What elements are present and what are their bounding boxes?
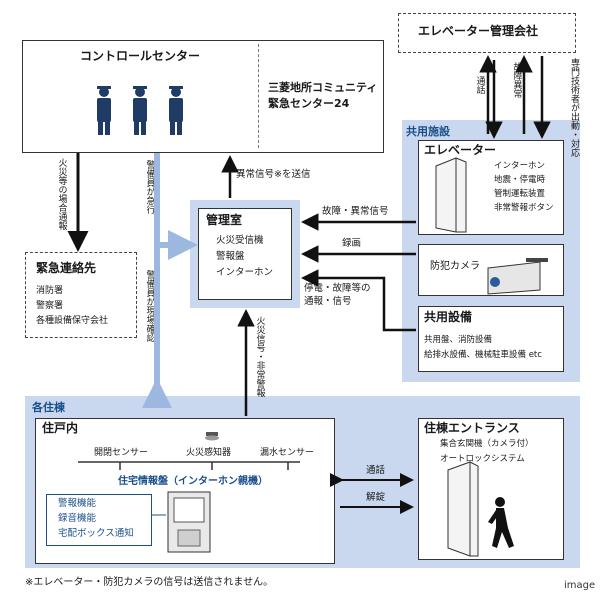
label-report-signal: 通報・信号 bbox=[304, 296, 352, 307]
info-panel-functions-box bbox=[46, 494, 152, 546]
guard-icon bbox=[169, 86, 183, 135]
entrance-line2: オートロックシステム bbox=[440, 454, 525, 464]
emergency-contacts-box bbox=[25, 252, 137, 338]
label-fault: 故障異常 bbox=[511, 62, 522, 98]
camera-icon bbox=[487, 258, 548, 295]
sensor-open-close: 開閉センサー bbox=[94, 448, 149, 458]
footnote: ※エレベーター・防犯カメラの信号は送信されません。 bbox=[25, 577, 274, 588]
shared-facilities-band-label: 共用施設 bbox=[406, 125, 450, 138]
sensor-fire: 火災感知器 bbox=[186, 448, 232, 458]
entrance-door-icon bbox=[447, 461, 479, 557]
control-room-item-2: 警報盤 bbox=[216, 251, 245, 262]
control-center-name-line1: 三菱地所コミュニティ bbox=[268, 81, 378, 94]
guard-icon bbox=[97, 86, 111, 135]
label-unlock: 解錠 bbox=[366, 492, 386, 503]
entrance-line1: 集合玄関機（カメラ付） bbox=[440, 439, 534, 449]
elevator-item-3: 管制運転装置 bbox=[494, 189, 546, 199]
control-room-box bbox=[198, 208, 292, 300]
entrance-title: 住棟エントランス bbox=[424, 421, 520, 435]
arrow-equipment bbox=[301, 269, 416, 332]
control-room-item-1: 火災受信機 bbox=[216, 235, 264, 246]
guard-icon bbox=[133, 86, 147, 135]
fire-detector-icon bbox=[205, 432, 219, 441]
function-record: 録音機能 bbox=[58, 513, 97, 524]
arrow-guard-rush bbox=[154, 153, 198, 260]
elevator-company-box bbox=[398, 13, 576, 53]
control-center-title: コントロールセンター bbox=[80, 49, 201, 63]
emergency-contact-2: 警察署 bbox=[36, 301, 64, 311]
equipment-line1: 共用盤、消防設備 bbox=[424, 335, 493, 345]
label-elev-fault: 故障・異常信号 bbox=[322, 206, 389, 217]
residential-band-label: 各住棟 bbox=[32, 401, 65, 414]
label-guard-check: 警備員が現場確認 bbox=[144, 270, 155, 342]
label-guard-rush: 警備員が急行 bbox=[144, 160, 155, 214]
emergency-contact-1: 消防署 bbox=[36, 286, 64, 296]
label-power-fault: 停電・故障等の bbox=[304, 283, 371, 294]
residential-unit-title: 住戸内 bbox=[42, 421, 79, 435]
label-dispatch: 専門技術者が出動・対応 bbox=[569, 58, 579, 157]
label-intercom: 通話 bbox=[366, 465, 386, 476]
label-call: 通話 bbox=[474, 76, 485, 94]
control-center-divider bbox=[258, 44, 259, 148]
function-alarm: 警報機能 bbox=[58, 498, 97, 509]
elevator-company-title: エレベーター管理会社 bbox=[418, 24, 539, 38]
equipment-box bbox=[418, 306, 564, 372]
label-fire-signal: 火災信号・非常警報 bbox=[254, 316, 265, 397]
label-fire-report: 火災等の場合通報 bbox=[56, 158, 67, 230]
watermark: image bbox=[564, 580, 596, 591]
camera-title: 防犯カメラ bbox=[430, 261, 480, 272]
control-room-title: 管理室 bbox=[206, 213, 243, 227]
entrance-box bbox=[418, 418, 564, 560]
control-center-name-line2: 緊急センター24 bbox=[268, 97, 350, 110]
emergency-contacts-title: 緊急連絡先 bbox=[36, 261, 97, 275]
label-abnormal-send: 異常信号※を送信 bbox=[236, 169, 311, 180]
sensor-water-leak: 漏水センサー bbox=[260, 448, 315, 458]
info-panel-icon bbox=[167, 491, 211, 553]
emergency-contact-3: 各種設備保守会社 bbox=[36, 316, 109, 326]
elevator-item-2: 地震・停電時 bbox=[494, 175, 546, 185]
control-center-box bbox=[22, 40, 384, 153]
elevator-item-1: インターホン bbox=[494, 161, 546, 171]
control-room-item-3: インターホン bbox=[216, 267, 274, 278]
person-icon bbox=[488, 497, 514, 548]
info-panel-label: 住宅情報盤（インターホン親機） bbox=[118, 476, 268, 487]
elevator-item-4: 非常警報ボタン bbox=[494, 203, 554, 213]
elevator-title: エレベーター bbox=[424, 143, 497, 157]
elevator-door-icon bbox=[435, 157, 467, 233]
equipment-line2: 給排水設備、機械駐車設備 etc bbox=[424, 350, 542, 360]
equipment-title: 共用設備 bbox=[424, 310, 473, 324]
function-delivery: 宅配ボックス通知 bbox=[58, 528, 134, 539]
label-recording: 録画 bbox=[342, 238, 362, 249]
